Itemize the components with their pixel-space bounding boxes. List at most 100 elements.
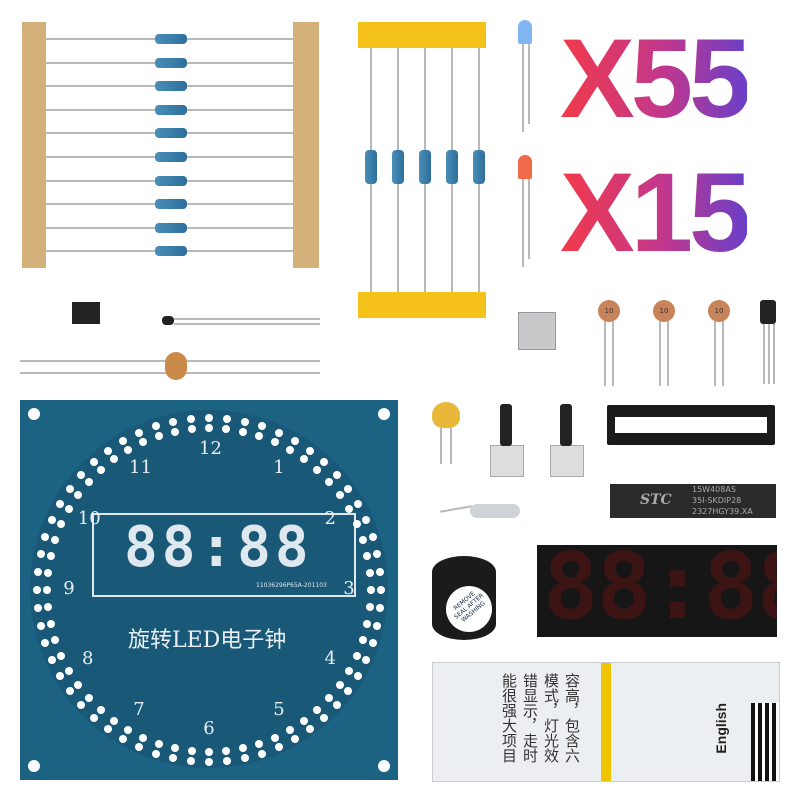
capacitor-lead — [612, 320, 614, 386]
led-pad — [363, 552, 372, 561]
ceramic-capacitor: 10 — [708, 300, 730, 322]
push-button-2 — [550, 445, 584, 477]
led-pad — [306, 725, 315, 734]
led-pad — [151, 749, 160, 758]
manual-text: 容高，包含六模式，灯光效错显示，走时能很强大项目 — [483, 673, 583, 781]
led-pad — [56, 672, 65, 680]
thermistor-lead — [174, 323, 320, 325]
mounting-hole — [28, 408, 40, 420]
resistor — [155, 246, 187, 257]
led-pad — [73, 490, 82, 499]
led-pad — [36, 550, 45, 559]
led-pad — [255, 431, 264, 440]
led-pad — [240, 754, 249, 763]
led-pad — [43, 602, 52, 611]
pcb-circle — [30, 410, 388, 768]
led-pad — [270, 438, 279, 446]
manual-line: 容高，包含六 — [563, 673, 581, 763]
led-pad — [274, 428, 283, 437]
capacitor-lead — [440, 428, 442, 464]
led-pad — [46, 619, 55, 628]
led-pad — [50, 636, 59, 645]
clock-number: 2 — [324, 508, 336, 529]
resistor — [419, 150, 431, 184]
mcu-line: 2327HGY39.XA — [692, 507, 753, 516]
resistor — [155, 175, 187, 186]
led-pad — [33, 568, 42, 577]
led-pad — [353, 672, 362, 680]
led-pad — [368, 639, 377, 648]
led-pad — [57, 520, 65, 529]
clock-number: 11 — [129, 456, 152, 478]
push-button-1-stem — [500, 404, 512, 446]
led-pad — [47, 655, 56, 664]
transistor-lead — [768, 324, 770, 384]
push-button-2-stem — [560, 404, 572, 446]
led-pad — [344, 484, 353, 493]
led-pad — [154, 740, 163, 749]
led-pad — [36, 621, 45, 630]
led-pad — [332, 470, 341, 479]
transistor — [760, 300, 776, 324]
resistor — [392, 150, 404, 184]
quantity-x15: X15 — [560, 150, 751, 275]
led-pad — [103, 725, 112, 734]
led-pad — [313, 706, 322, 715]
ceramic-capacitor: 10 — [653, 300, 675, 322]
led-pad — [286, 445, 294, 454]
crystal-lead — [440, 505, 472, 513]
led-pad — [373, 550, 382, 559]
ceramic-capacitor-yellow — [432, 402, 460, 428]
capacitor-lead — [604, 320, 606, 386]
manual-side-label: English — [713, 703, 729, 754]
led-pad — [171, 427, 180, 436]
led-pad — [103, 446, 112, 455]
resistor — [446, 150, 458, 184]
led-pad — [124, 726, 132, 735]
led-pad — [135, 743, 144, 752]
resistor — [155, 199, 187, 210]
mounting-hole — [378, 760, 390, 772]
led-pad — [84, 694, 93, 703]
led-pad — [270, 733, 279, 742]
led-pad — [188, 747, 197, 756]
led-pad — [286, 726, 294, 735]
led-pad — [64, 505, 73, 513]
led-pad — [46, 552, 55, 561]
resistor-tape-left — [22, 22, 46, 268]
capacitor-lead — [659, 320, 661, 386]
pcb-code: 11036296P65A-201103 — [256, 582, 327, 589]
clock-number: 3 — [343, 578, 355, 599]
blue-led — [518, 20, 532, 44]
crystal-oscillator — [470, 504, 520, 518]
led-pad — [109, 717, 118, 726]
led-pad — [84, 477, 93, 486]
led-pad — [368, 532, 377, 541]
led-pad — [139, 438, 148, 446]
led-pad — [377, 586, 385, 594]
resistor-tape-bottom — [358, 292, 486, 318]
usb-connector — [518, 312, 556, 350]
led-pad — [205, 424, 213, 432]
led-pad — [363, 619, 372, 628]
resistor-tape-right — [293, 22, 319, 268]
led-pad — [362, 655, 371, 664]
led-pad — [238, 744, 247, 753]
led-pad — [325, 477, 334, 486]
led-pad — [320, 458, 329, 467]
led-pad — [359, 636, 368, 645]
ic-socket — [607, 405, 775, 445]
thermistor-lead — [174, 318, 320, 320]
led-pad — [41, 532, 50, 541]
led-pad — [169, 754, 178, 763]
led-pad — [221, 747, 230, 756]
clock-number: 10 — [77, 508, 101, 529]
resistor — [155, 81, 187, 92]
led-pad — [43, 586, 51, 594]
led-lead — [528, 179, 530, 259]
led-pad — [300, 454, 309, 463]
resistor — [155, 128, 187, 139]
led-pad — [89, 458, 98, 467]
led-pad — [255, 740, 264, 749]
